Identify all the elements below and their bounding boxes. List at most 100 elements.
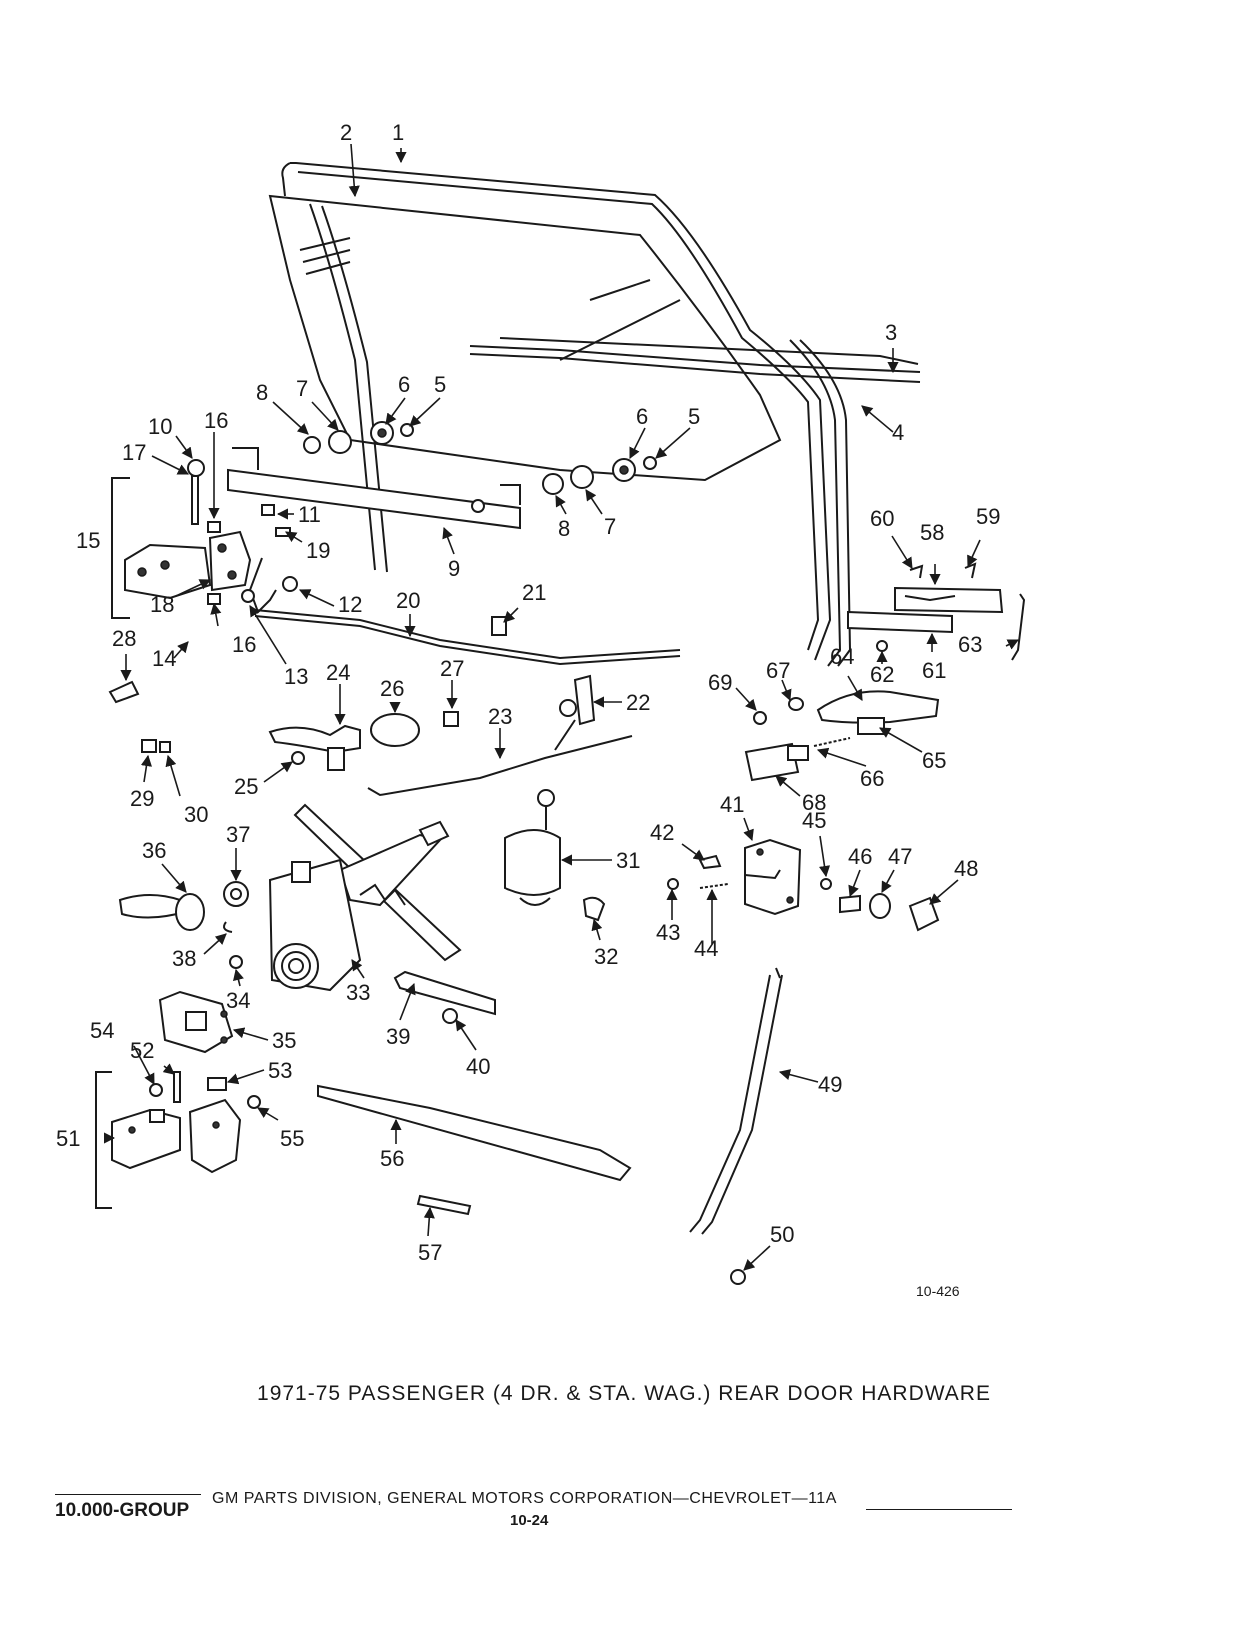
clip-57 (416, 1194, 472, 1216)
outside-handle (894, 586, 1004, 614)
footer-rule-right (866, 1509, 1012, 1510)
clip-42 (698, 854, 722, 870)
callout-16: 16 (204, 408, 228, 433)
clip-59 (964, 562, 977, 579)
cap-32 (582, 896, 606, 922)
callout-58: 58 (920, 520, 944, 545)
inside-handle (816, 690, 940, 724)
callout-41: 41 (720, 792, 744, 817)
callout-6b: 6 (636, 404, 648, 429)
callout-14: 14 (152, 646, 176, 671)
callout-63: 63 (958, 632, 982, 657)
callout-7b: 7 (604, 514, 616, 539)
callout-53: 53 (268, 1058, 292, 1083)
spring-53 (207, 1077, 227, 1091)
bolt-55 (247, 1095, 261, 1109)
striker-washer (869, 893, 891, 919)
callout-51: 51 (56, 1126, 80, 1151)
callout-43: 43 (656, 920, 680, 945)
callout-37: 37 (226, 822, 250, 847)
bolt-54 (149, 1083, 163, 1097)
callout-69: 69 (708, 670, 732, 695)
callout-8b: 8 (558, 516, 570, 541)
callout-57: 57 (418, 1240, 442, 1265)
callout-22: 22 (626, 690, 650, 715)
callout-labels: 1 2 3 4 5 5 6 6 7 7 8 8 9 10 11 12 13 14… (56, 120, 1000, 1299)
inside-lock-rods (241, 504, 681, 666)
callout-11: 11 (298, 502, 321, 527)
callout-54: 54 (90, 1018, 114, 1043)
pin-52 (173, 1071, 181, 1103)
callout-7: 7 (296, 376, 308, 401)
callout-18: 18 (150, 592, 174, 617)
callout-24: 24 (326, 660, 350, 685)
spring-66 (813, 737, 851, 747)
callout-29: 29 (130, 786, 154, 811)
bracket-51 (95, 1071, 112, 1209)
callout-3: 3 (885, 320, 897, 345)
escutcheon-68 (744, 742, 800, 782)
screw-50 (730, 1269, 746, 1285)
remote-control-rod (367, 735, 633, 797)
screw-45 (820, 878, 832, 890)
callout-4: 4 (892, 420, 904, 445)
callout-8: 8 (256, 380, 268, 405)
clip-43 (667, 878, 679, 890)
callout-48: 48 (954, 856, 978, 881)
window-regulator (268, 803, 462, 992)
figure-id: 10-426 (916, 1283, 960, 1299)
callout-59: 59 (976, 504, 1000, 529)
callout-10: 10 (148, 414, 172, 439)
callout-55: 55 (280, 1126, 304, 1151)
window-crank (118, 893, 205, 931)
callout-45: 45 (802, 808, 826, 833)
callout-16b: 16 (232, 632, 256, 657)
glass-rollers (303, 421, 657, 495)
door-window-frame (281, 162, 832, 661)
screw-34 (229, 955, 243, 969)
clip-30 (159, 741, 171, 753)
callout-38: 38 (172, 946, 196, 971)
nut-62 (876, 640, 888, 652)
diagram-title: 1971-75 PASSENGER (4 DR. & STA. WAG.) RE… (257, 1382, 991, 1405)
callout-23: 23 (488, 704, 512, 729)
escutcheon-inner (787, 745, 809, 761)
callout-60: 60 (870, 506, 894, 531)
callout-40: 40 (466, 1054, 490, 1079)
screw-69 (753, 711, 767, 725)
pin-28 (108, 680, 140, 704)
door-lock (744, 838, 802, 916)
glass-run-lower-channel (689, 967, 783, 1235)
striker-plate (908, 896, 940, 932)
callout-62: 62 (870, 662, 894, 687)
callout-68: 68 (802, 790, 826, 815)
callout-27: 27 (440, 656, 464, 681)
callout-6: 6 (398, 372, 410, 397)
pad-26 (370, 713, 420, 747)
callout-47: 47 (888, 844, 912, 869)
callout-52: 52 (130, 1038, 154, 1063)
callout-15: 15 (76, 528, 100, 553)
callout-19: 19 (306, 538, 330, 563)
footer-group: 10.000-GROUP (55, 1500, 190, 1521)
callout-67: 67 (766, 658, 790, 683)
callout-61: 61 (922, 658, 946, 683)
belt-weatherstrip (469, 337, 921, 383)
callout-2: 2 (340, 120, 352, 145)
callout-44: 44 (694, 936, 718, 961)
clip-60 (909, 564, 924, 579)
callout-1: 1 (392, 120, 404, 145)
callout-39: 39 (386, 1024, 410, 1049)
bolt-40 (442, 1008, 458, 1024)
lower-sash-channel (227, 447, 521, 530)
crank-clip (223, 921, 233, 933)
callout-21: 21 (522, 580, 546, 605)
lower-hinge (111, 1098, 242, 1174)
callout-64: 64 (830, 644, 854, 669)
striker-bolt (839, 894, 861, 914)
screw-67 (788, 697, 804, 711)
callout-56: 56 (380, 1146, 404, 1171)
callout-30: 30 (184, 802, 208, 827)
callout-46: 46 (848, 844, 872, 869)
handle-bezel (857, 717, 885, 735)
